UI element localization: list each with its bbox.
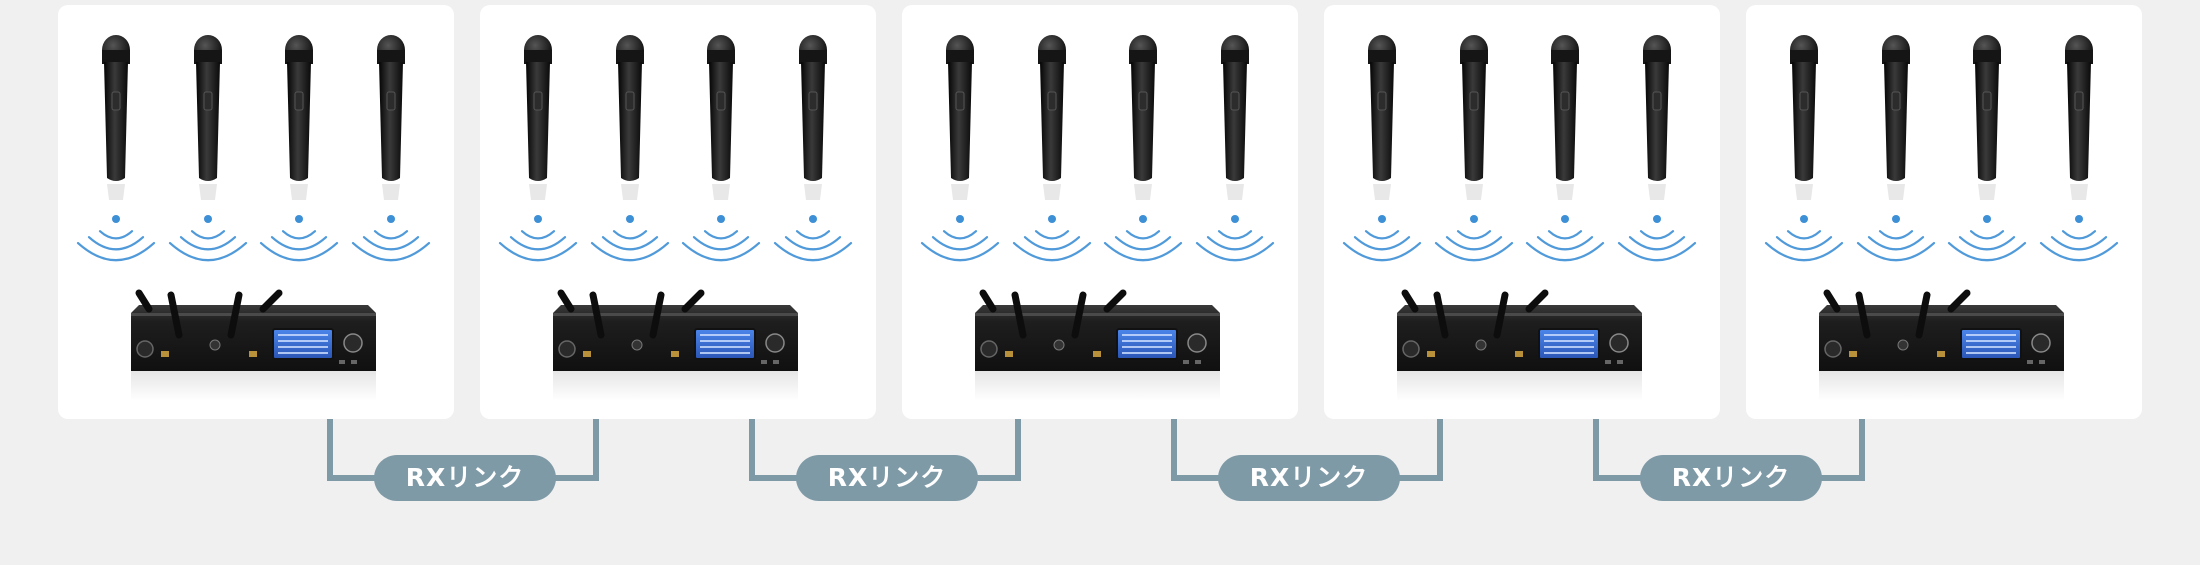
wireless-signal-icon bbox=[1012, 215, 1092, 262]
antenna-icon bbox=[135, 289, 153, 313]
handheld-microphone-icon bbox=[194, 35, 222, 200]
antenna-icon bbox=[1525, 289, 1549, 313]
wireless-receiver-icon bbox=[131, 289, 376, 401]
wireless-signal-icon bbox=[351, 215, 431, 262]
handheld-microphone-icon bbox=[1460, 35, 1488, 200]
antenna-icon bbox=[1947, 289, 1971, 313]
wireless-signal-icon bbox=[1947, 215, 2027, 262]
antenna-icon bbox=[1011, 291, 1027, 339]
antenna-icon bbox=[1071, 291, 1087, 339]
handheld-microphone-icon bbox=[1368, 35, 1396, 200]
rx-link-badge: RXリンク bbox=[796, 455, 978, 501]
receiver-display-icon bbox=[272, 328, 334, 360]
antenna-icon bbox=[1493, 291, 1509, 339]
receiver-display-icon bbox=[1116, 328, 1178, 360]
system-panel bbox=[480, 5, 876, 419]
handheld-microphone-icon bbox=[102, 35, 130, 200]
receiver-display-icon bbox=[1960, 328, 2022, 360]
antenna-icon bbox=[1401, 289, 1419, 313]
wireless-signal-icon bbox=[1617, 215, 1697, 262]
wireless-signal-icon bbox=[773, 215, 853, 262]
antenna-icon bbox=[1433, 291, 1449, 339]
wireless-signal-icon bbox=[1856, 215, 1936, 262]
system-panel bbox=[58, 5, 454, 419]
wireless-signal-icon bbox=[1434, 215, 1514, 262]
antenna-icon bbox=[1855, 291, 1871, 339]
wireless-signal-icon bbox=[920, 215, 1000, 262]
handheld-microphone-icon bbox=[2065, 35, 2093, 200]
antenna-icon bbox=[681, 289, 705, 313]
wireless-signal-icon bbox=[2039, 215, 2119, 262]
handheld-microphone-icon bbox=[1551, 35, 1579, 200]
handheld-microphone-icon bbox=[1038, 35, 1066, 200]
antenna-icon bbox=[557, 289, 575, 313]
wireless-signal-icon bbox=[1103, 215, 1183, 262]
handheld-microphone-icon bbox=[285, 35, 313, 200]
handheld-microphone-icon bbox=[799, 35, 827, 200]
antenna-icon bbox=[227, 291, 243, 339]
wireless-signal-icon bbox=[1525, 215, 1605, 262]
system-panel bbox=[1324, 5, 1720, 419]
wireless-receiver-icon bbox=[1819, 289, 2064, 401]
wireless-signal-icon bbox=[76, 215, 156, 262]
antenna-icon bbox=[649, 291, 665, 339]
wireless-signal-icon bbox=[1342, 215, 1422, 262]
wireless-signal-icon bbox=[590, 215, 670, 262]
wireless-signal-icon bbox=[259, 215, 339, 262]
wireless-receiver-icon bbox=[1397, 289, 1642, 401]
handheld-microphone-icon bbox=[616, 35, 644, 200]
wireless-receiver-icon bbox=[975, 289, 1220, 401]
handheld-microphone-icon bbox=[1643, 35, 1671, 200]
antenna-icon bbox=[589, 291, 605, 339]
rx-link-badge: RXリンク bbox=[1640, 455, 1822, 501]
handheld-microphone-icon bbox=[1129, 35, 1157, 200]
handheld-microphone-icon bbox=[1973, 35, 2001, 200]
antenna-icon bbox=[979, 289, 997, 313]
receiver-display-icon bbox=[1538, 328, 1600, 360]
handheld-microphone-icon bbox=[707, 35, 735, 200]
handheld-microphone-icon bbox=[1221, 35, 1249, 200]
wireless-signal-icon bbox=[168, 215, 248, 262]
wireless-signal-icon bbox=[498, 215, 578, 262]
handheld-microphone-icon bbox=[946, 35, 974, 200]
receiver-display-icon bbox=[694, 328, 756, 360]
wireless-signal-icon bbox=[1764, 215, 1844, 262]
handheld-microphone-icon bbox=[524, 35, 552, 200]
system-panel bbox=[1746, 5, 2142, 419]
handheld-microphone-icon bbox=[1882, 35, 1910, 200]
handheld-microphone-icon bbox=[1790, 35, 1818, 200]
system-panel bbox=[902, 5, 1298, 419]
wireless-receiver-icon bbox=[553, 289, 798, 401]
antenna-icon bbox=[1915, 291, 1931, 339]
wireless-signal-icon bbox=[1195, 215, 1275, 262]
antenna-icon bbox=[1823, 289, 1841, 313]
wireless-signal-icon bbox=[681, 215, 761, 262]
rx-link-badge: RXリンク bbox=[1218, 455, 1400, 501]
antenna-icon bbox=[167, 291, 183, 339]
antenna-icon bbox=[1103, 289, 1127, 313]
rx-link-badge: RXリンク bbox=[374, 455, 556, 501]
handheld-microphone-icon bbox=[377, 35, 405, 200]
antenna-icon bbox=[259, 289, 283, 313]
